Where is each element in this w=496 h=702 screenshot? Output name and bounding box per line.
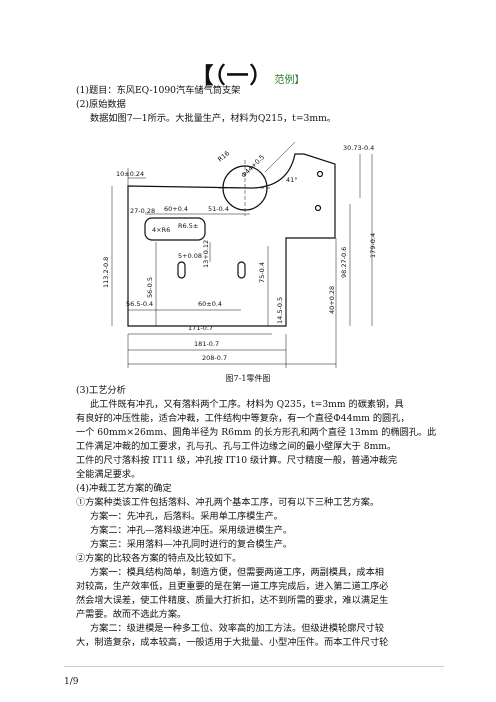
dim-label: R16 [216,149,231,163]
data-heading: (2)原始数据 [76,99,126,110]
dim-label: 208-0.7 [202,354,227,362]
title-main: 【（一） [191,63,273,89]
dim-label: 30.73-0.4 [343,144,374,152]
dim-label: 5+0.08 [178,252,202,260]
section-heading: (4)冲裁工艺方案的确定 [76,483,172,494]
topic-line: (1)题目：东风EQ-1090汽车储气筒支架 [76,85,241,96]
paragraph-line: ②方案的比较各方案的特点及比较如下。 [76,553,242,564]
paragraph-line: 方案三：采用落料—冲孔同时进行的复合模生产。 [90,539,293,550]
dim-label: 56-0.5 [146,277,154,298]
dim-label: R6.5± [178,222,198,230]
paragraph-line: 方案一：模具结构简单，制造方便，但需要两道工序，两副模具，成本相 [90,567,384,578]
paragraph-line: 工件的尺寸落料按 IT11 级，冲孔按 IT10 级计算。尺寸精度一般，普通冲裁… [76,455,398,466]
paragraph-line: 方案二：级进模是一种多工位、效率高的加工方法。但级进模轮廓尺寸较 [90,623,384,634]
paragraph-line: 此工件既有冲孔，又有落料两个工序。材料为 Q235，t=3mm 的碳素钢，具 [90,399,404,410]
page-title: 【（一）范例】 [0,58,496,90]
slot-hole-right [237,261,246,279]
figure-caption: 图7-1零件图 [225,374,271,383]
slot-hole-left [177,261,186,279]
dim-label: 113.2-0.8 [102,257,110,288]
dim-label: 10±0.24 [116,170,144,178]
dim-label: 13+0.12 [202,240,210,268]
dim-label: 179-0.4 [369,233,377,258]
dim-label: 40+0.28 [328,286,336,314]
dim-label: 98.27-0.6 [340,247,348,278]
dim-label: 51-0.4 [208,205,229,213]
dim-label: 4×R6 [152,226,170,234]
dim-label: 60+0.4 [164,205,188,213]
paragraph-line: 产需要。故而不选此方案。 [76,609,187,620]
small-hole [316,170,324,178]
dim-label: 41° [286,176,298,184]
dim-label: 181-0.7 [194,340,219,348]
part-drawing: 10±0.24 27-0.28 60+0.4 51-0.4 4×R6 R6.5±… [102,141,377,368]
small-hole [314,204,322,212]
part-outline [127,153,336,327]
paragraph-line: 有良好的冲压性能，适合冲裁，工件结构中等复杂，有一个直径Φ44mm 的圆孔， [76,413,410,424]
paragraph-line: ①方案种类该工件包括落料、冲孔两个基本工序，可有以下三种工艺方案。 [76,497,380,508]
page-number: 1/9 [64,677,79,687]
paragraph-line: 对较高，生产效率低，且更重要的是在第一道工序完成后，进入第二道工序必 [76,581,389,592]
title-sub: 范例】 [274,75,305,86]
section-heading: (3)工艺分析 [76,385,126,396]
paragraph-line: 大，制造复杂，成本较高，一般适用于大批量、小型冲压件。而本工件尺寸轮 [76,637,389,648]
paragraph-line: 一个 60mm×26mm、圆角半径为 R6mm 的长方形孔和两个直径 13mm … [76,427,437,438]
paragraph-line: 方案一：先冲孔，后落料。采用单工序模生产。 [90,511,283,522]
paragraph-line: 方案二：冲孔—落料级进冲压。采用级进模生产。 [90,525,293,536]
rect-hole [144,217,206,241]
paragraph-line: 然会增大误差，使工件精度、质量大打折扣，达不到所需的要求，难以满足生 [76,595,389,606]
dim-label: 60±0.4 [198,300,222,308]
data-description: 数据如图7—1所示。大批量生产，材料为Q215，t=3mm。 [90,113,336,124]
dim-label: 56.5-0.4 [126,300,153,308]
paragraph-line: 工件满足冲裁的加工要求，孔与孔、孔与工件边缘之间的最小壁厚大于 8mm。 [76,441,397,452]
dim-label: 14.5-0.5 [276,297,284,324]
footer-divider [64,666,444,667]
paragraph-line: 全能满足要求。 [76,469,141,480]
dim-label: 75-0.4 [258,262,266,283]
dim-label: 27-0.28 [130,207,155,215]
dim-label: 171-0.7 [188,324,213,332]
